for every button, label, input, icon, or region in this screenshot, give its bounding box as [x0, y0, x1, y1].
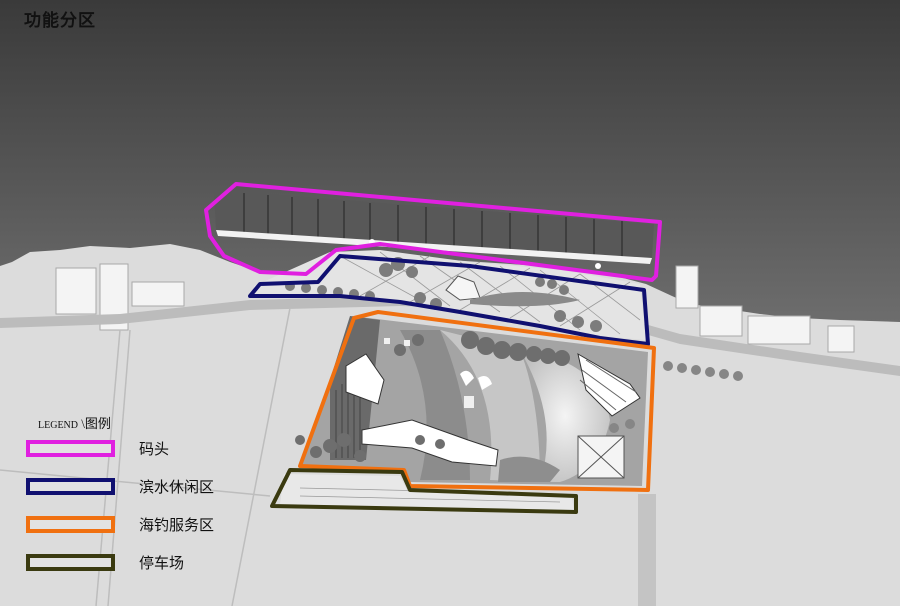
pier	[214, 190, 654, 269]
legend: LEGEND \图例 码头滨水休闲区海钓服务区停车场	[26, 414, 286, 586]
legend-item-parking: 停车场	[26, 548, 286, 586]
trees-promenade	[285, 257, 602, 332]
legend-label: 停车场	[139, 554, 185, 572]
legend-item-waterfront-leisure: 滨水休闲区	[26, 472, 286, 510]
trees-east	[609, 361, 743, 433]
legend-heading-en: LEGEND	[38, 420, 78, 431]
legend-label: 码头	[139, 440, 170, 458]
zone-outline-waterfront	[248, 254, 650, 346]
legend-swatch	[26, 440, 115, 457]
legend-label: 海钓服务区	[139, 516, 215, 534]
legend-heading-cn: 图例	[84, 416, 111, 431]
zone-outline-pier	[204, 182, 662, 282]
trees-service-zone	[295, 331, 570, 462]
legend-heading: LEGEND \图例	[38, 414, 286, 434]
legend-item-sea-fishing-service: 海钓服务区	[26, 510, 286, 548]
coastal-buildings	[55, 263, 855, 353]
legend-swatch	[26, 554, 115, 571]
legend-heading-sep: \	[81, 416, 85, 431]
zone-outline-parking	[270, 468, 578, 514]
vertical-road	[638, 494, 656, 606]
diagram-title: 功能分区	[24, 11, 96, 31]
legend-items: 码头滨水休闲区海钓服务区停车场	[26, 434, 286, 586]
legend-item-pier: 码头	[26, 434, 286, 472]
legend-label: 滨水休闲区	[139, 478, 215, 496]
legend-swatch	[26, 516, 115, 533]
zone-outline-service	[298, 310, 656, 492]
legend-swatch	[26, 478, 115, 495]
waterfront-promenade	[254, 250, 646, 340]
